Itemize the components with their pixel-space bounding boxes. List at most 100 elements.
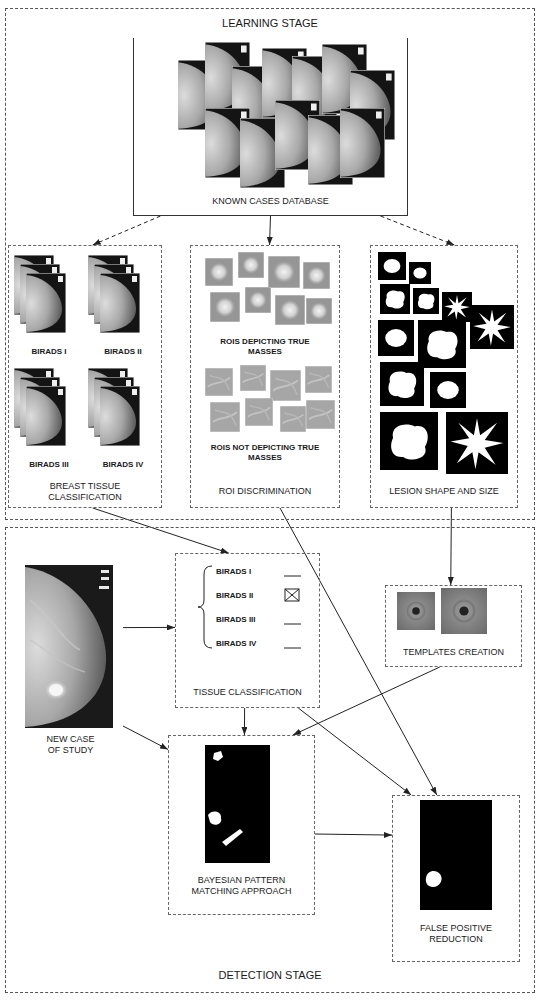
- lesion-masks: [378, 252, 514, 474]
- flow-arrow: [93, 508, 229, 553]
- roi-thumb: [280, 406, 306, 432]
- lesion-mask: [409, 262, 431, 284]
- flow-arrow: [293, 667, 440, 735]
- breast-tissue: [25, 567, 106, 727]
- mammogram-thumb: [100, 273, 140, 333]
- group-label: ROIS DEPICTING TRUE MASSES: [210, 337, 320, 356]
- class-label: BIRADS I: [14, 347, 84, 357]
- class-label: BIRADS II: [216, 591, 278, 601]
- lesion-mask: [380, 284, 410, 314]
- roi-false-cluster: [205, 365, 335, 432]
- flow-arrow: [381, 216, 455, 245]
- process-box: FALSE POSITIVE REDUCTION: [392, 795, 520, 962]
- roi-thumb: [268, 256, 300, 288]
- detection-map: [205, 745, 270, 863]
- flow-arrow: [298, 708, 411, 795]
- flow-arrow: [270, 216, 271, 245]
- group-label: ROIS NOT DEPICTING TRUE MASSES: [210, 443, 320, 462]
- roi-thumb: [245, 398, 273, 426]
- flow-arrow: [123, 627, 175, 628]
- template-images: [397, 588, 487, 634]
- lesion-mask: [378, 252, 406, 280]
- lesion-mask: [442, 292, 472, 322]
- stage-region: DETECTION STAGE NEW CASE OF STUDY BIRADS I…: [5, 527, 535, 993]
- roi-thumb: [210, 292, 240, 322]
- class-label: BIRADS III: [14, 460, 84, 470]
- process-box: BAYESIAN PATTERN MATCHING APPROACH: [168, 735, 315, 915]
- lesion-mask: [470, 305, 514, 349]
- roi-thumb: [245, 287, 271, 313]
- mammogram-thumb: [100, 386, 140, 446]
- roi-thumb: [306, 298, 332, 324]
- roi-true-cluster: [205, 252, 332, 325]
- mammogram-thumb: [26, 386, 66, 446]
- film-marker: [101, 570, 109, 573]
- mammogram-stack: [178, 42, 395, 188]
- flow-arrow: [315, 834, 392, 835]
- checkbox-line: [284, 624, 301, 625]
- roi-thumb: [205, 258, 233, 286]
- flow-arrow: [123, 726, 168, 749]
- mass-blob: [49, 684, 63, 696]
- box-caption: TISSUE CLASSIFICATION: [179, 687, 316, 698]
- stage-title: DETECTION STAGE: [6, 969, 534, 982]
- candidate-blob: [222, 829, 243, 846]
- box-caption: FALSE POSITIVE REDUCTION: [398, 923, 514, 945]
- roi-thumb: [303, 262, 330, 289]
- roi-thumb: [205, 368, 233, 396]
- process-box: ROIS DEPICTING TRUE MASSES ROIS NOT DEPIC…: [190, 245, 340, 508]
- lesion-mask: [430, 372, 466, 408]
- class-label: BIRADS III: [216, 615, 278, 625]
- roi-thumb: [275, 295, 305, 325]
- detection-background: [420, 800, 492, 910]
- film-marker: [99, 586, 109, 589]
- box-caption: TEMPLATES CREATION: [389, 647, 518, 658]
- flow-arrow: [93, 216, 161, 245]
- final-map: [420, 800, 492, 910]
- film-marker: [101, 577, 109, 580]
- class-label: BIRADS I: [216, 567, 278, 577]
- roi-thumb: [210, 402, 240, 432]
- tissue-streak: [30, 640, 85, 672]
- tissue-streak: [30, 600, 80, 650]
- mass-glow: [44, 680, 68, 700]
- process-box: TEMPLATES CREATION: [385, 585, 522, 667]
- lesion-mask: [418, 320, 466, 368]
- roi-thumb: [270, 370, 301, 401]
- roi-thumb: [238, 252, 264, 278]
- stage-title: LEARNING STAGE: [6, 17, 534, 30]
- mammogram-thumb: [26, 273, 66, 333]
- lesion-mask: [380, 362, 424, 406]
- checkbox-line: [284, 576, 301, 577]
- classification-marks: [198, 566, 301, 648]
- detection-background: [205, 745, 270, 863]
- mammogram-thumb: [340, 108, 385, 178]
- process-box: BIRADS IBIRADS IIBIRADS IIIBIRADS IVBREA…: [8, 245, 162, 508]
- check-cross: [285, 589, 299, 601]
- template-thumb: [441, 588, 487, 634]
- template-thumb: [397, 592, 435, 630]
- new-case-mammogram: [25, 565, 113, 728]
- class-label: BIRADS IV: [216, 639, 278, 649]
- roi-thumb: [306, 400, 335, 429]
- detected-mass: [426, 871, 442, 887]
- roi-thumb: [305, 366, 332, 393]
- roi-thumb: [240, 365, 266, 391]
- process-box: LESION SHAPE AND SIZE: [370, 245, 518, 508]
- checkbox: [285, 589, 299, 601]
- lesion-mask: [446, 412, 508, 474]
- check-cross: [285, 589, 299, 601]
- box-caption: ROI DISCRIMINATION: [195, 486, 335, 497]
- box-caption: BAYESIAN PATTERN MATCHING APPROACH: [174, 875, 309, 897]
- box-caption: LESION SHAPE AND SIZE: [374, 486, 514, 497]
- image-node: NEW CASE OF STUDY: [18, 562, 123, 767]
- lesion-mask: [378, 320, 414, 356]
- mammogram-background: [25, 565, 113, 728]
- lesion-mask: [380, 412, 438, 470]
- class-label: BIRADS II: [88, 347, 158, 357]
- box-caption: BREAST TISSUE CLASSIFICATION: [13, 481, 157, 503]
- curly-bracket: [198, 566, 212, 648]
- flow-arrow: [244, 708, 245, 735]
- candidate-blob: [208, 811, 221, 824]
